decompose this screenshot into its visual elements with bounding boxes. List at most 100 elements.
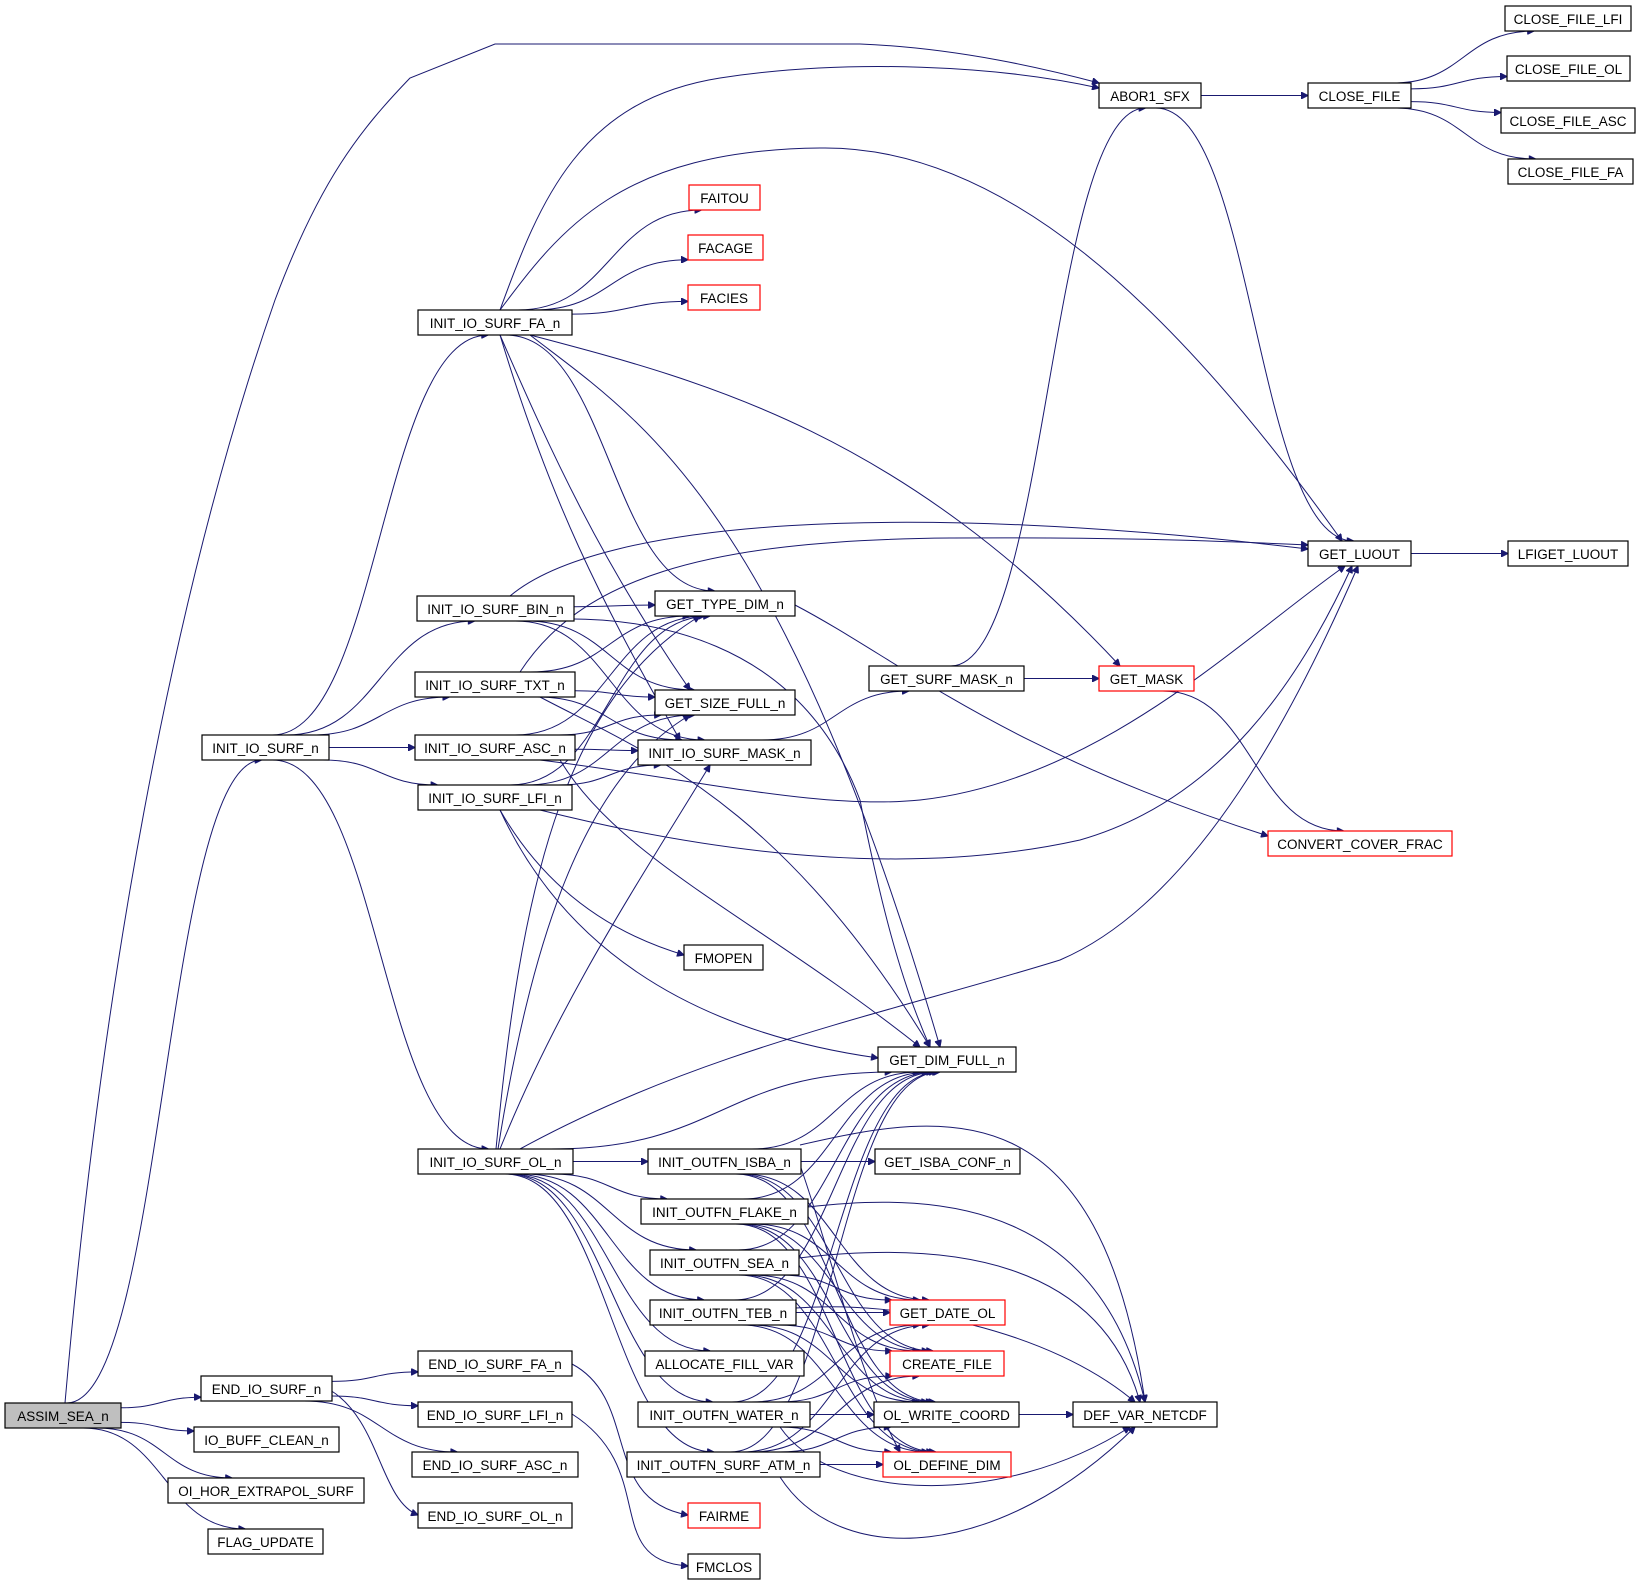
node-close-file-fa[interactable]: CLOSE_FILE_FA <box>1507 158 1634 185</box>
node-abor1-sfx[interactable]: ABOR1_SFX <box>1098 82 1202 109</box>
node-box[interactable] <box>644 1350 805 1377</box>
node-box[interactable] <box>1072 1401 1218 1428</box>
node-get-luout[interactable]: GET_LUOUT <box>1307 540 1412 567</box>
node-oi-hor-extrapol-surf[interactable]: OI_HOR_EXTRAPOL_SURF <box>167 1477 365 1504</box>
node-box[interactable] <box>200 1375 333 1402</box>
node-box[interactable] <box>649 1249 800 1276</box>
node-fmclos[interactable]: FMCLOS <box>687 1553 761 1580</box>
node-box[interactable] <box>649 1299 797 1326</box>
node-box[interactable] <box>1307 82 1412 109</box>
node-init-io-surf-lfi-n[interactable]: INIT_IO_SURF_LFI_n <box>417 784 573 811</box>
node-io-buff-clean-n[interactable]: IO_BUFF_CLEAN_n <box>193 1426 340 1453</box>
node-fairme[interactable]: FAIRME <box>687 1502 761 1529</box>
node-allocate-fill-var[interactable]: ALLOCATE_FILL_VAR <box>644 1350 805 1377</box>
node-box[interactable] <box>1098 665 1195 692</box>
node-box[interactable] <box>654 689 796 716</box>
node-box[interactable] <box>882 1451 1012 1478</box>
node-box[interactable] <box>637 1401 811 1428</box>
node-end-io-surf-lfi-n[interactable]: END_IO_SURF_LFI_n <box>417 1401 573 1428</box>
node-box[interactable] <box>416 595 575 622</box>
node-init-io-surf-mask-n[interactable]: INIT_IO_SURF_MASK_n <box>637 739 812 766</box>
node-init-outfn-sea-n[interactable]: INIT_OUTFN_SEA_n <box>649 1249 800 1276</box>
node-box[interactable] <box>688 184 761 211</box>
node-create-file[interactable]: CREATE_FILE <box>889 1350 1005 1377</box>
node-box[interactable] <box>868 665 1025 692</box>
node-box[interactable] <box>417 1401 573 1428</box>
node-box[interactable] <box>687 1502 761 1529</box>
node-end-io-surf-asc-n[interactable]: END_IO_SURF_ASC_n <box>411 1451 579 1478</box>
node-box[interactable] <box>414 671 576 698</box>
node-get-date-ol[interactable]: GET_DATE_OL <box>889 1299 1006 1326</box>
node-box[interactable] <box>889 1350 1005 1377</box>
node-close-file-lfi[interactable]: CLOSE_FILE_LFI <box>1504 5 1632 32</box>
node-def-var-netcdf[interactable]: DEF_VAR_NETCDF <box>1072 1401 1218 1428</box>
node-box[interactable] <box>417 1502 573 1529</box>
node-get-dim-full-n[interactable]: GET_DIM_FULL_n <box>877 1046 1017 1073</box>
node-box[interactable] <box>417 309 573 336</box>
node-facage[interactable]: FACAGE <box>687 234 764 261</box>
node-box[interactable] <box>193 1426 340 1453</box>
node-flag-update[interactable]: FLAG_UPDATE <box>207 1528 324 1555</box>
node-get-type-dim-n[interactable]: GET_TYPE_DIM_n <box>654 590 796 617</box>
node-ol-define-dim[interactable]: OL_DEFINE_DIM <box>882 1451 1012 1478</box>
node-convert-cover-frac[interactable]: CONVERT_COVER_FRAC <box>1267 830 1453 857</box>
node-facies[interactable]: FACIES <box>687 284 761 311</box>
node-init-io-surf-txt-n[interactable]: INIT_IO_SURF_TXT_n <box>414 671 576 698</box>
node-box[interactable] <box>1504 5 1632 32</box>
node-box[interactable] <box>626 1451 821 1478</box>
node-box[interactable] <box>874 1148 1021 1175</box>
node-init-outfn-surf-atm-n[interactable]: INIT_OUTFN_SURF_ATM_n <box>626 1451 821 1478</box>
node-box[interactable] <box>201 734 330 761</box>
node-get-surf-mask-n[interactable]: GET_SURF_MASK_n <box>868 665 1025 692</box>
node-box[interactable] <box>1307 540 1412 567</box>
node-close-file-ol[interactable]: CLOSE_FILE_OL <box>1506 55 1631 82</box>
node-box[interactable] <box>1098 82 1202 109</box>
node-box[interactable] <box>1507 158 1634 185</box>
node-box[interactable] <box>647 1148 802 1175</box>
node-end-io-surf-fa-n[interactable]: END_IO_SURF_FA_n <box>417 1350 573 1377</box>
node-init-outfn-teb-n[interactable]: INIT_OUTFN_TEB_n <box>649 1299 797 1326</box>
node-box[interactable] <box>873 1401 1020 1428</box>
node-box[interactable] <box>1506 55 1631 82</box>
node-faitou[interactable]: FAITOU <box>688 184 761 211</box>
node-box[interactable] <box>687 1553 761 1580</box>
node-box[interactable] <box>207 1528 324 1555</box>
node-get-size-full-n[interactable]: GET_SIZE_FULL_n <box>654 689 796 716</box>
node-init-io-surf-ol-n[interactable]: INIT_IO_SURF_OL_n <box>417 1148 574 1175</box>
node-box[interactable] <box>687 284 761 311</box>
node-box[interactable] <box>877 1046 1017 1073</box>
node-box[interactable] <box>654 590 796 617</box>
node-init-io-surf-asc-n[interactable]: INIT_IO_SURF_ASC_n <box>414 734 576 761</box>
node-box[interactable] <box>411 1451 579 1478</box>
node-end-io-surf-n[interactable]: END_IO_SURF_n <box>200 1375 333 1402</box>
node-box[interactable] <box>640 1198 809 1225</box>
node-box[interactable] <box>637 739 812 766</box>
node-get-isba-conf-n[interactable]: GET_ISBA_CONF_n <box>874 1148 1021 1175</box>
node-init-io-surf-bin-n[interactable]: INIT_IO_SURF_BIN_n <box>416 595 575 622</box>
node-box[interactable] <box>4 1402 122 1429</box>
node-box[interactable] <box>417 784 573 811</box>
node-close-file[interactable]: CLOSE_FILE <box>1307 82 1412 109</box>
node-end-io-surf-ol-n[interactable]: END_IO_SURF_OL_n <box>417 1502 573 1529</box>
node-fmopen[interactable]: FMOPEN <box>683 944 764 971</box>
node-box[interactable] <box>687 234 764 261</box>
node-box[interactable] <box>889 1299 1006 1326</box>
node-init-outfn-water-n[interactable]: INIT_OUTFN_WATER_n <box>637 1401 811 1428</box>
node-init-io-surf-n[interactable]: INIT_IO_SURF_n <box>201 734 330 761</box>
node-box[interactable] <box>1267 830 1453 857</box>
node-init-outfn-isba-n[interactable]: INIT_OUTFN_ISBA_n <box>647 1148 802 1175</box>
node-box[interactable] <box>683 944 764 971</box>
node-box[interactable] <box>167 1477 365 1504</box>
node-box[interactable] <box>417 1148 574 1175</box>
node-get-mask[interactable]: GET_MASK <box>1098 665 1195 692</box>
node-box[interactable] <box>1507 540 1629 567</box>
node-box[interactable] <box>414 734 576 761</box>
node-ol-write-coord[interactable]: OL_WRITE_COORD <box>873 1401 1020 1428</box>
node-lfiget-luout[interactable]: LFIGET_LUOUT <box>1507 540 1629 567</box>
node-init-outfn-flake-n[interactable]: INIT_OUTFN_FLAKE_n <box>640 1198 809 1225</box>
node-box[interactable] <box>1500 107 1636 134</box>
node-assim-sea-n[interactable]: ASSIM_SEA_n <box>4 1402 122 1429</box>
node-box[interactable] <box>417 1350 573 1377</box>
node-close-file-asc[interactable]: CLOSE_FILE_ASC <box>1500 107 1636 134</box>
node-init-io-surf-fa-n[interactable]: INIT_IO_SURF_FA_n <box>417 309 573 336</box>
